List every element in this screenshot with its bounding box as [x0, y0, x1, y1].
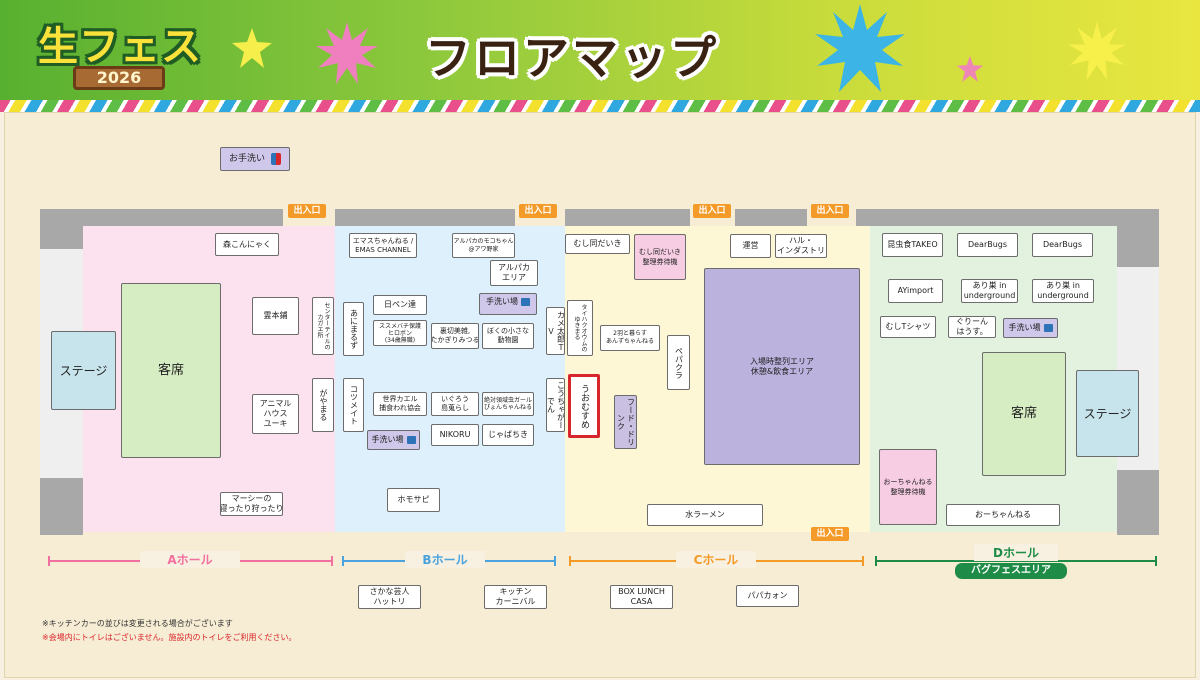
booth-ayimport[interactable]: AYimport: [888, 279, 943, 303]
exit-marker: 出入口: [519, 204, 557, 218]
wall-corner-bl: [40, 478, 83, 535]
wall-corner-tl: [40, 209, 83, 249]
booth-unei[interactable]: 運営: [730, 234, 771, 258]
booth-sekai-kaeru[interactable]: 世界カエル 捕食われ協会: [373, 392, 427, 416]
hand-wash-label: 手洗い場: [1008, 323, 1041, 332]
pink-burst-icon: [316, 22, 378, 84]
exit-marker: 出入口: [811, 204, 849, 218]
booth-center-tail[interactable]: センターテイルの カガエ所: [312, 297, 334, 355]
hall-c-label: Cホール: [676, 551, 756, 568]
hall-d-divider: [875, 556, 1157, 566]
exit-marker: 出入口: [693, 204, 731, 218]
festival-logo: 生フェス: [38, 24, 202, 70]
hall-a-seats[interactable]: 客席: [121, 283, 221, 458]
kitchen-car-kitchen-carnival[interactable]: キッチン カーニバル: [484, 585, 547, 609]
booth-nikoru[interactable]: NIKORU: [431, 424, 479, 446]
wall-top-d: [856, 209, 1117, 226]
booth-marcy[interactable]: マーシーの 寝ったり狩ったり: [220, 492, 283, 516]
booth-haru-industry[interactable]: ハル・ インダストリ: [775, 234, 827, 258]
faucet-icon: [406, 435, 416, 444]
booth-mushi-tshirt[interactable]: むしTシャツ: [880, 316, 936, 338]
faucet-icon: [521, 297, 530, 306]
booth-oo-channel[interactable]: おーちゃんねる: [946, 504, 1060, 526]
queue-rest-area[interactable]: 入場時整列エリア 休憩&飲食エリア: [704, 268, 860, 465]
kitchen-car-note: ※キッチンカーの並びは変更される場合がございます: [42, 619, 233, 628]
kitchen-car-sakana-geinin[interactable]: さかな芸人 ハットリ: [358, 585, 421, 609]
food-drink-area[interactable]: フード・ドリンク: [614, 395, 637, 449]
faucet-icon: [1043, 323, 1053, 332]
booth-reihonpo[interactable]: 霊本鋪: [252, 297, 299, 335]
small-pink-star-icon: [957, 56, 983, 82]
exit-marker: 出入口: [811, 527, 849, 541]
hall-b-label: Bホール: [405, 551, 485, 568]
hall-d-label: Dホール: [974, 544, 1058, 561]
hand-wash-station[interactable]: 手洗い場: [1003, 318, 1058, 338]
booth-arisu-underground[interactable]: あり巣 in underground: [961, 279, 1018, 303]
booth-uragiri[interactable]: 裏切美雑, たかぎりみつる: [431, 323, 479, 349]
toilet-note: ※会場内にトイレはございません。施設内のトイレをご利用ください。: [42, 633, 297, 642]
booth-green-house[interactable]: ぐりーん はうす。: [948, 316, 996, 338]
hall-d-stage[interactable]: ステージ: [1076, 370, 1139, 457]
page-title: フロアマップ: [425, 31, 719, 85]
wall-top-c2: [735, 209, 807, 226]
booth-alpaca-area[interactable]: アルパカ エリア: [490, 260, 538, 286]
header-banner: 生フェス 2026 フロアマップ: [0, 0, 1200, 100]
toilet-sign-label: お手洗い: [229, 154, 266, 164]
booth-zettai-ryouiki[interactable]: 絶対領域虫ガール ぴょんちゃんねる: [482, 392, 534, 416]
hand-wash-station[interactable]: 手洗い場: [367, 430, 420, 450]
booth-oo-channel-queue[interactable]: おーちゃんねる 整理券待機: [879, 449, 937, 525]
booth-arisu-underground-2[interactable]: あり巣 in underground: [1032, 279, 1094, 303]
hall-d-seats[interactable]: 客席: [982, 352, 1066, 476]
toilet-sign: お手洗い: [220, 147, 290, 171]
hand-wash-label: 手洗い場: [486, 297, 518, 306]
wall-corner-tr: [1117, 209, 1159, 267]
header-stripe: [0, 100, 1200, 112]
booth-animaruzu[interactable]: あにまるず: [343, 302, 364, 356]
restroom-icon: [270, 152, 281, 165]
booth-konchushoku-takeo[interactable]: 昆虫食TAKEO: [882, 233, 943, 257]
booth-kotsumeito[interactable]: コツメイト: [343, 378, 364, 432]
booth-chiisana-doubutsuen[interactable]: ぼくの小さな 動物園: [482, 323, 534, 349]
festival-logo-year: 2026: [73, 66, 165, 90]
wall-corner-br: [1117, 470, 1159, 535]
booth-emas-channel[interactable]: エマスちゃんねる / EMAS CHANNEL: [349, 233, 417, 258]
booth-mushidou-queue[interactable]: むし同だいき 整理券待機: [634, 234, 686, 280]
bugfest-area-badge: バグフェスエリア: [955, 563, 1067, 579]
wall-top-b: [335, 209, 515, 226]
booth-pepakura[interactable]: ペパクラ: [667, 335, 690, 390]
exit-marker: 出入口: [288, 204, 326, 218]
booth-iguro[interactable]: いぐろう 島蒐らし: [431, 392, 479, 416]
booth-taihaku-yukimaru[interactable]: タイハクオウムのゆきまる: [567, 300, 593, 356]
booth-gayamaru[interactable]: がやまる: [312, 378, 334, 432]
booth-mori-konnyaku[interactable]: 森こんにゃく: [215, 233, 279, 256]
hand-wash-label: 手洗い場: [371, 435, 404, 444]
booth-uomusume-highlighted[interactable]: うおむすめ: [568, 374, 600, 438]
hall-a-label: Aホール: [140, 551, 240, 568]
booth-suzumebachi[interactable]: ススメバチ保護 ヒロボン (34歳無職): [373, 320, 427, 346]
booth-kouchagarden[interactable]: こうちゃがーでん: [546, 378, 565, 432]
wall-top-c: [565, 209, 690, 226]
booth-jabachiki[interactable]: じゃばちき: [482, 424, 534, 446]
booth-animal-house[interactable]: アニマル ハウス ユーキ: [252, 394, 299, 434]
booth-kametaro-tv[interactable]: カメ太郎ＴＶ: [546, 307, 565, 355]
kitchen-car-box-lunch-casa[interactable]: BOX LUNCH CASA: [610, 585, 673, 609]
blue-burst-icon: [815, 4, 905, 92]
booth-alpaca-moko[interactable]: アルパカのモコちゃん @アワ野家: [452, 233, 515, 258]
wall-top-ab: [83, 209, 283, 226]
hand-wash-station[interactable]: 手洗い場: [479, 293, 537, 315]
booth-homosapi[interactable]: ホモサピ: [387, 488, 440, 512]
booth-mushidou-daiki[interactable]: むし同だいき: [565, 234, 630, 254]
star-burst-icon: [232, 28, 272, 68]
booth-mizu-ramen[interactable]: 水ラーメン: [647, 504, 763, 526]
yellow-burst-icon: [1068, 22, 1126, 80]
booth-dearbugs-2[interactable]: DearBugs: [1032, 233, 1093, 257]
booth-dearbugs[interactable]: DearBugs: [957, 233, 1018, 257]
booth-anzu-channel[interactable]: 2羽と暮らす あんずちゃんねる: [600, 325, 660, 351]
hall-a-stage[interactable]: ステージ: [51, 331, 116, 410]
kitchen-car-papakaon[interactable]: パパカォン: [736, 585, 799, 607]
booth-nichipen[interactable]: 日ペン達: [373, 295, 427, 315]
